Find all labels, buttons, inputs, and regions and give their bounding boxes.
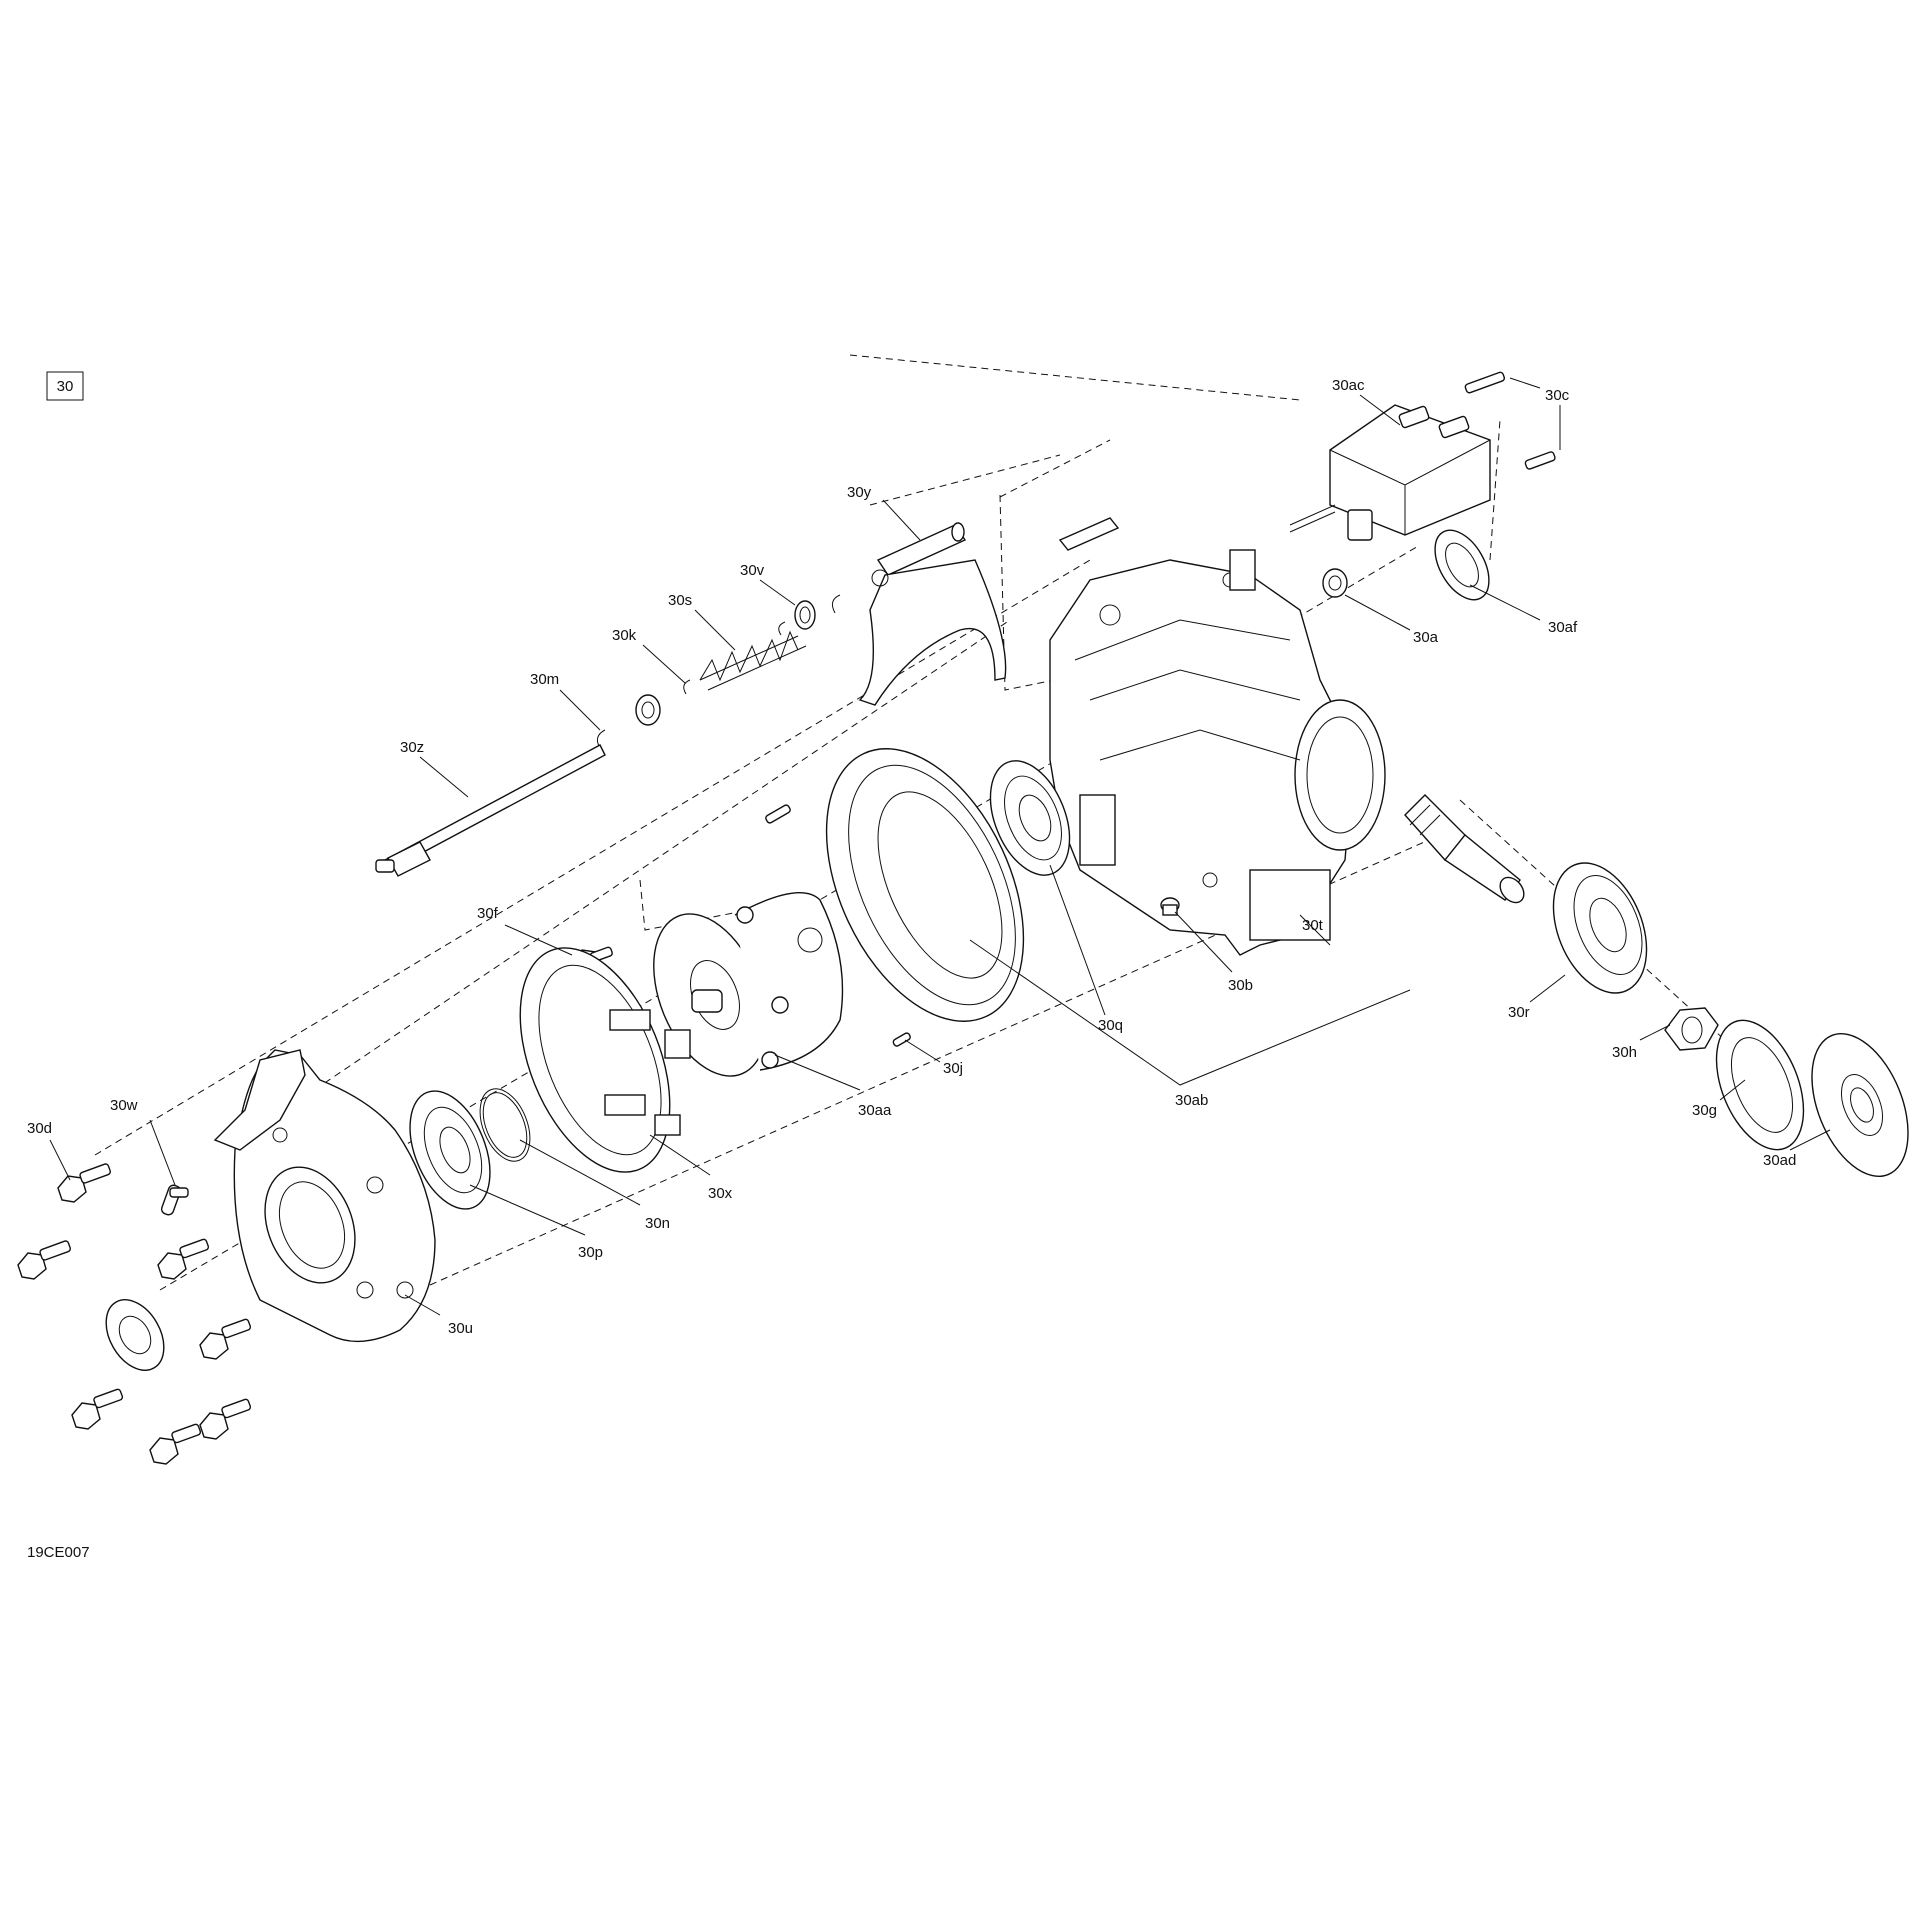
callout-30aa: 30aa [858,1102,892,1119]
callout-30ab: 30ab [1175,1092,1208,1109]
bearing-30q [989,760,1071,876]
spacer-30v [794,600,816,630]
ring-30g [1715,1019,1805,1151]
seal-30af [1434,529,1490,601]
cover-bolt-6 [149,1423,202,1465]
callout-30a: 30a [1413,629,1439,646]
figure-number: 30 [57,378,74,395]
shift-rod-30z [375,744,606,877]
callout-30c: 30c [1545,387,1570,404]
spring-30s [699,630,807,691]
breather-30w [160,1184,189,1216]
shift-fork-30y [858,522,1007,706]
seal-30ad [1811,1033,1909,1177]
callout-30ad: 30ad [1763,1152,1796,1169]
actuator-housing [1289,404,1491,541]
cover-bolt-5 [199,1398,252,1440]
key-plate [1058,517,1120,551]
drawing-code: 19CE007 [27,1544,90,1561]
clip-30k [683,679,691,695]
clutch-housing-30x [519,947,691,1173]
pin-30j [892,1032,911,1047]
callout-30t: 30t [1302,917,1324,934]
bearing-30r [1552,862,1648,994]
cover-30u [213,1049,436,1343]
cover-bolt-4 [71,1388,124,1430]
callout-30r: 30r [1508,1004,1530,1021]
callout-30f: 30f [477,905,499,922]
leader-lines [49,377,1831,1316]
callout-30v: 30v [740,562,765,579]
callout-30y: 30y [847,484,872,501]
callout-labels: 30ac 30c 30af 30a 30y 30v 30s 30k 30m 30… [27,377,1796,1337]
plug-30b [1160,897,1180,916]
plug-30a [1322,568,1348,598]
screw-30c-lower [1524,451,1556,470]
bearing-30p [409,1090,491,1210]
dowel-pin [765,804,791,824]
callout-30q: 30q [1098,1017,1123,1034]
nut-30h [1664,1007,1719,1051]
o-ring-30n [479,1088,531,1162]
cover-bolt-2 [157,1238,210,1280]
spacer-30m [635,694,661,726]
callout-30j: 30j [943,1060,963,1077]
screw-30d [57,1163,112,1203]
callout-30d: 30d [27,1120,52,1137]
cover-seal [105,1299,165,1371]
screw-30c-upper [1464,371,1506,394]
figure-number-box: 30 [46,371,84,401]
callout-30w: 30w [110,1097,138,1114]
callout-30p: 30p [578,1244,603,1261]
cover-bolt-3 [199,1318,252,1360]
clip-30v [778,594,841,636]
callout-30n: 30n [645,1215,670,1232]
callout-30g: 30g [1692,1102,1717,1119]
callout-30b: 30b [1228,977,1253,994]
callout-30z: 30z [400,739,424,756]
callout-30s: 30s [668,592,692,609]
callout-30x: 30x [708,1185,733,1202]
ring-gear-30ab [825,748,1025,1022]
main-housing-30t [1049,549,1386,956]
callout-30ac: 30ac [1332,377,1365,394]
cover-bolt-1 [17,1240,72,1280]
callout-30k: 30k [612,627,637,644]
callout-30af: 30af [1548,619,1578,636]
callout-30h: 30h [1612,1044,1637,1061]
callout-30u: 30u [448,1320,473,1337]
pinion-shaft [1404,794,1525,904]
callout-30m: 30m [530,671,559,688]
